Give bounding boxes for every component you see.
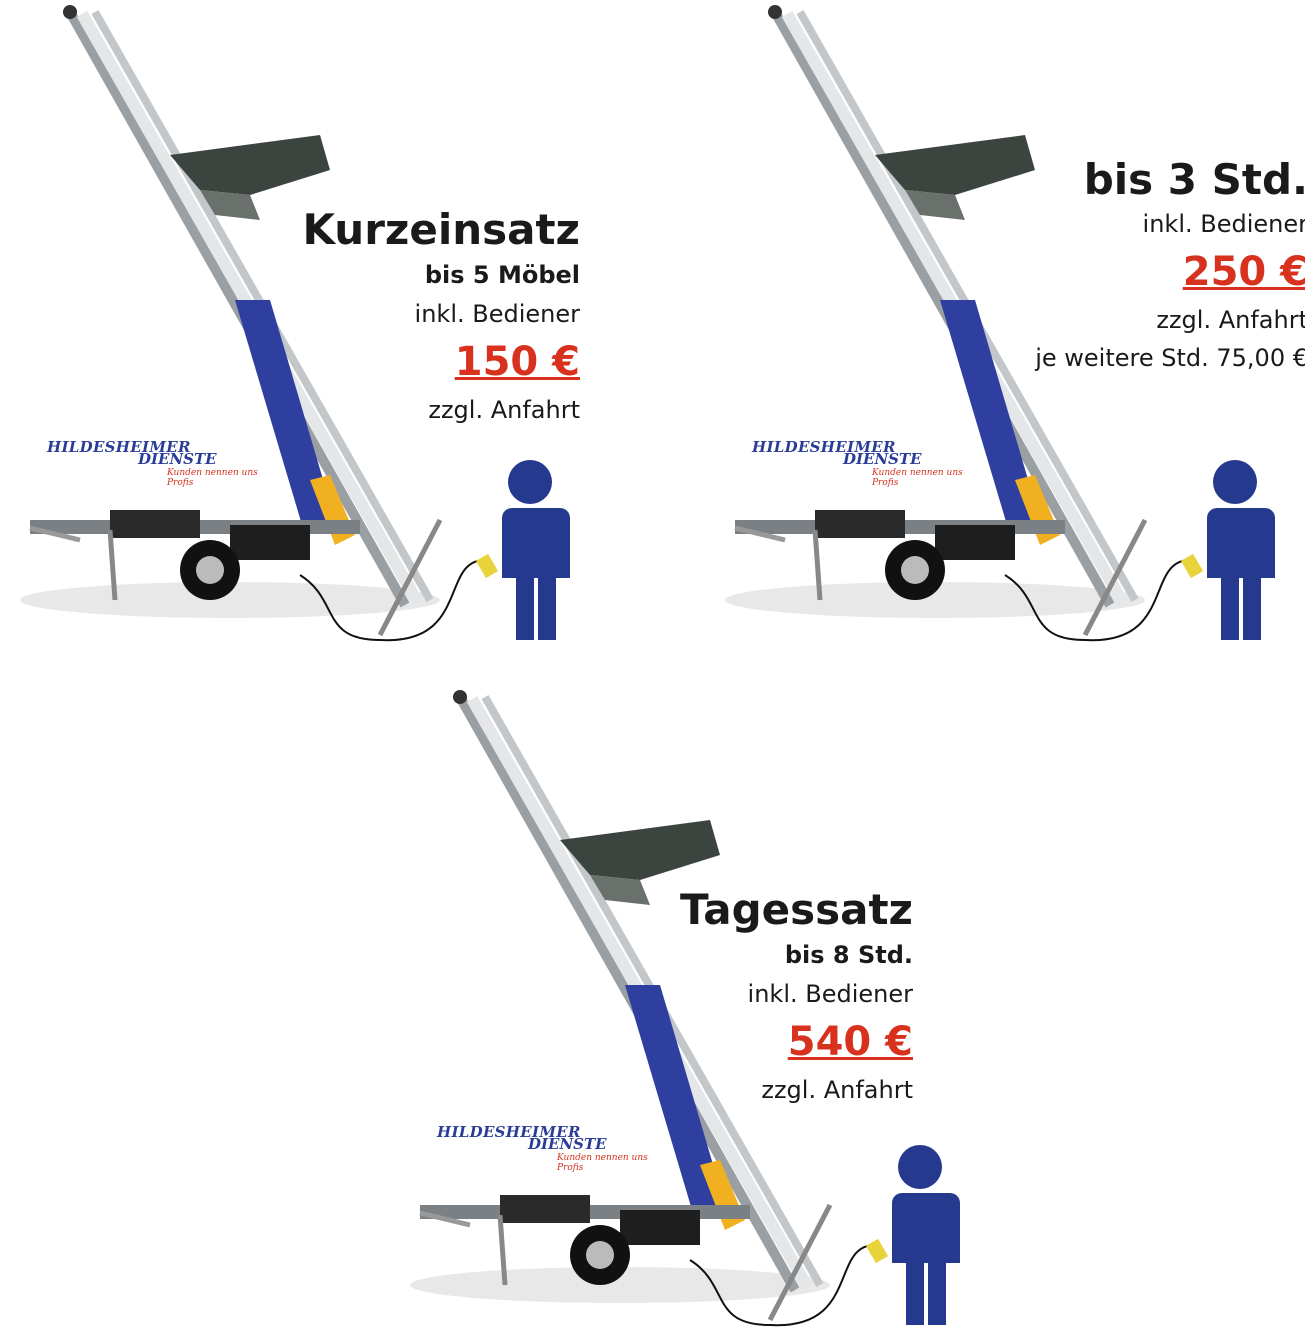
logo-tagline: Kunden nennen uns Profis (872, 468, 963, 488)
logo-name-line2: DIENSTE (138, 450, 217, 468)
offer-includes: inkl. Bediener (747, 980, 913, 1008)
offer-card-3-hours: HILDESHEIMER DIENSTE Kunden nennen uns P… (705, 0, 1305, 660)
offer-price: 250 € (1182, 249, 1305, 295)
company-logo: HILDESHEIMER DIENSTE Kunden nennen uns P… (42, 410, 272, 488)
logo-name-line1: HILDESHEIMER (752, 438, 896, 456)
logo-tagline: Kunden nennen uns Profis (167, 468, 258, 488)
offer-note: zzgl. Anfahrt (1156, 306, 1305, 334)
offer-extra-hour: je weitere Std. 75,00 € (1035, 344, 1305, 372)
offer-title: Kurzeinsatz (302, 205, 580, 254)
company-logo: HILDESHEIMER DIENSTE Kunden nennen uns P… (432, 1095, 662, 1173)
logo-tagline: Kunden nennen uns Profis (557, 1153, 648, 1173)
offer-subtitle: bis 5 Möbel (424, 261, 580, 289)
company-logo: HILDESHEIMER DIENSTE Kunden nennen uns P… (747, 410, 977, 488)
offer-price: 540 € (787, 1019, 913, 1065)
offer-note: zzgl. Anfahrt (761, 1076, 913, 1104)
offer-title: Tagessatz (680, 885, 913, 934)
logo-name-line2: DIENSTE (528, 1135, 607, 1153)
logo-name-line1: HILDESHEIMER (47, 438, 191, 456)
offer-card-tagessatz: HILDESHEIMER DIENSTE Kunden nennen uns P… (390, 685, 990, 1344)
offer-includes: inkl. Bediener (1142, 210, 1305, 238)
logo-name-line2: DIENSTE (843, 450, 922, 468)
offer-title: bis 3 Std. (1083, 155, 1305, 204)
logo-name-line1: HILDESHEIMER (437, 1123, 581, 1141)
offer-price: 150 € (454, 339, 580, 385)
offer-card-kurzeinsatz: HILDESHEIMER DIENSTE Kunden nennen uns P… (0, 0, 600, 660)
offer-includes: inkl. Bediener (414, 300, 580, 328)
offer-note: zzgl. Anfahrt (428, 396, 580, 424)
offer-subtitle: bis 8 Std. (784, 941, 913, 969)
